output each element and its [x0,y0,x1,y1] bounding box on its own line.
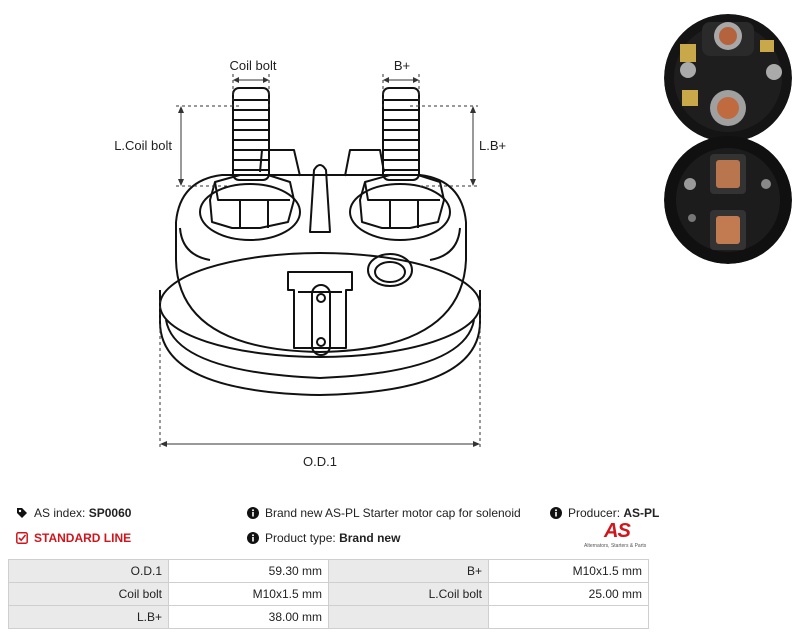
center-groove [309,164,331,233]
side-hole [367,253,413,287]
b-plus-label: B+ [394,58,410,73]
l-b-plus-label: L.B+ [479,138,506,153]
spec-value: 25.00 mm [488,582,649,606]
product-type-row: Product type: Brand new [247,531,400,545]
table-row: L.B+ 38.00 mm [8,605,649,629]
logo-mark: AS [604,520,631,542]
spec-key: Coil bolt [8,582,169,606]
terminal-bracket [287,271,353,349]
logo-tagline: Alternators, Starters & Parts [584,543,647,549]
technical-drawing: Coil bolt B+ L.Coil bolt L.B+ O.D.1 [114,58,506,469]
as-index-value: SP0060 [88,506,132,520]
cap-flange-rim [159,252,481,358]
standard-line-label: STANDARD LINE [34,531,132,545]
coil-bolt-label: Coil bolt [230,58,277,73]
product-photo-top [664,14,792,142]
info-icon [247,532,259,544]
tag-icon [17,508,27,518]
spec-key: O.D.1 [8,559,169,583]
as-pl-logo: AS Alternators, Starters & Parts [584,520,650,552]
product-type-value: Brand new [339,531,401,545]
producer-value: AS-PL [623,506,660,520]
spec-value: M10x1.5 mm [488,559,649,583]
spec-key: B+ [328,559,489,583]
b-plus-stud [349,87,451,241]
producer-label: Producer: [568,506,621,520]
description-text: Brand new AS-PL Starter motor cap for so… [265,506,521,520]
od1-label: O.D.1 [303,454,337,469]
info-icon [247,507,259,519]
as-index-label: AS index: [34,506,86,520]
spec-value: 59.30 mm [168,559,329,583]
spec-value [488,605,649,629]
product-type-label: Product type: [265,531,336,545]
as-index-row: AS index: SP0060 [16,506,131,520]
product-photo-bottom [664,136,792,264]
spec-value: 38.00 mm [168,605,329,629]
product-info: AS index: SP0060 STANDARD LINE Brand new… [0,500,800,560]
spec-value: M10x1.5 mm [168,582,329,606]
info-icon [550,507,562,519]
spec-key [328,605,489,629]
check-square-icon [16,532,28,544]
standard-line-row: STANDARD LINE [16,531,131,545]
cap-flange [159,290,481,396]
table-row: O.D.1 59.30 mm B+ M10x1.5 mm [8,559,649,583]
coil-bolt-stud [199,87,301,241]
top-tab-right [344,149,385,177]
spec-table: O.D.1 59.30 mm B+ M10x1.5 mm Coil bolt M… [8,559,649,629]
table-row: Coil bolt M10x1.5 mm L.Coil bolt 25.00 m… [8,582,649,606]
producer-row: Producer: AS-PL [550,506,659,520]
description-row: Brand new AS-PL Starter motor cap for so… [247,506,521,520]
spec-key: L.Coil bolt [328,582,489,606]
dimension-lines [159,74,481,450]
l-coil-bolt-label: L.Coil bolt [114,138,172,153]
cap-body [175,222,467,353]
top-tab-left [259,149,301,177]
spec-key: L.B+ [8,605,169,629]
